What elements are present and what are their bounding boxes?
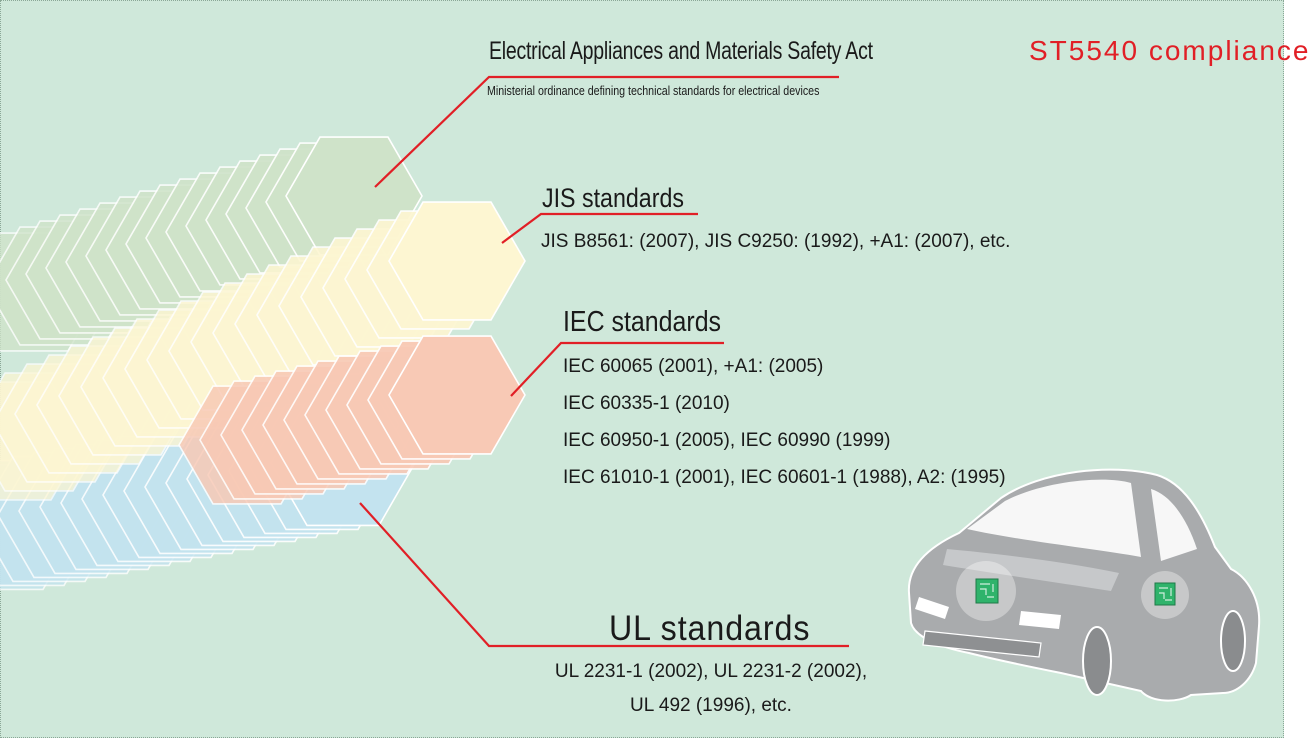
- leader-line-jis: [501, 212, 698, 244]
- circuit-chip-icon: [1154, 582, 1176, 606]
- leader-line-ul: [359, 502, 849, 648]
- jis-label: JIS standards: [542, 183, 684, 213]
- hexagon-front-iec: [388, 335, 526, 455]
- iec-item: IEC 60335-1 (2010): [563, 393, 730, 414]
- eam-label: Electrical Appliances and Materials Safe…: [489, 37, 873, 65]
- iec-item: IEC 60065 (2001), +A1: (2005): [563, 356, 824, 377]
- ul-label: UL standards: [609, 609, 811, 648]
- circuit-chip-icon: [975, 578, 999, 604]
- ul-item: UL 2231-1 (2002), UL 2231-2 (2002),: [554, 661, 868, 682]
- ul-item: UL 492 (1996), etc.: [630, 695, 792, 716]
- leader-line-iec: [510, 341, 724, 397]
- iec-item: IEC 60950-1 (2005), IEC 60990 (1999): [563, 430, 891, 451]
- leader-lines: [359, 75, 849, 648]
- jis-item: JIS B8561: (2007), JIS C9250: (1992), +A…: [541, 231, 1011, 252]
- hexagon-stack-jis: [0, 201, 526, 501]
- hexagon-stack-iec: [178, 335, 526, 505]
- car-illustration: [907, 468, 1261, 702]
- hexagon-front-jis: [388, 201, 526, 321]
- leader-line-eam: [374, 75, 839, 188]
- hexagon-stack: [0, 136, 526, 591]
- iec-item: IEC 61010-1 (2001), IEC 60601-1 (1988), …: [563, 467, 1006, 488]
- diagram-title: ST5540 compliance: [1029, 35, 1310, 66]
- iec-label: IEC standards: [563, 306, 722, 338]
- eam-description: Ministerial ordinance defining technical…: [487, 83, 820, 98]
- diagram-artwork: [0, 75, 1261, 702]
